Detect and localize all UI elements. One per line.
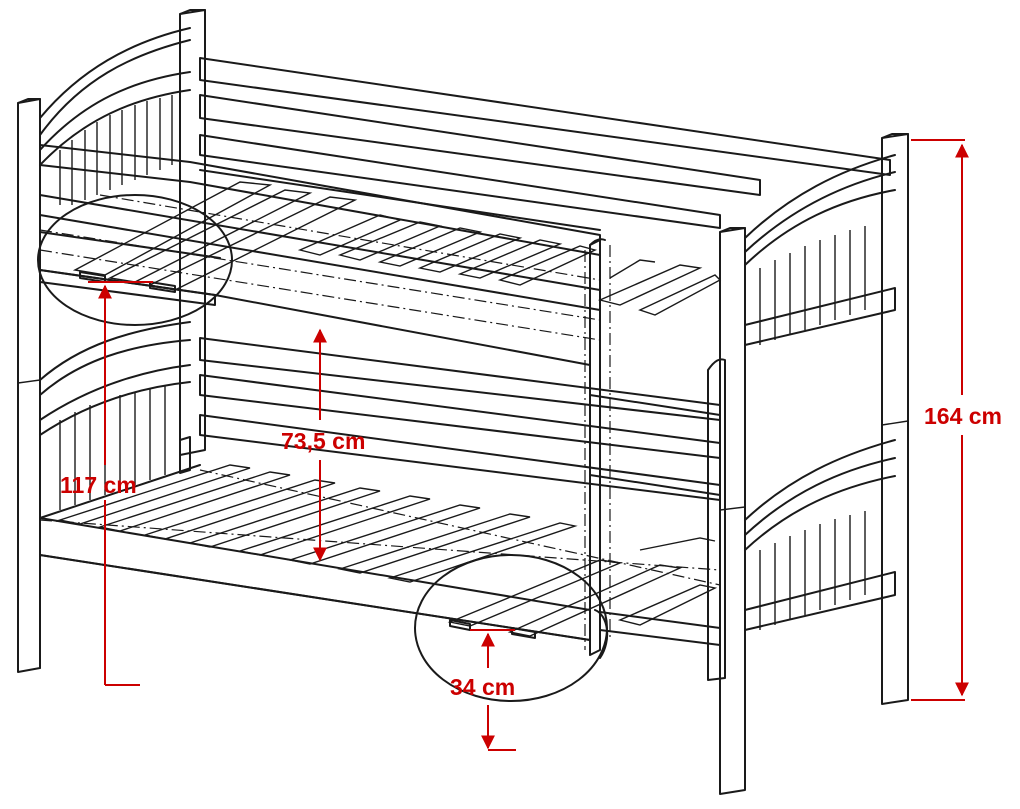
lower-bed-frame — [39, 464, 721, 646]
lower-slats — [39, 464, 721, 637]
back-left-post — [179, 9, 206, 456]
upper-detail-circle — [37, 194, 233, 326]
label-total-height: 164 cm — [924, 403, 1003, 429]
dimension-upper-bed-height — [88, 281, 153, 686]
upper-front-guard — [39, 144, 601, 656]
upper-slats — [72, 181, 722, 316]
back-rails-lower — [199, 337, 721, 501]
front-left-post — [17, 98, 41, 673]
label-bed-gap: 73,5 cm — [281, 428, 366, 454]
front-right-post — [707, 227, 746, 795]
right-headboard-lower — [744, 439, 896, 631]
upper-dash-outline — [39, 194, 601, 341]
dimension-total-height — [911, 139, 969, 701]
dimension-lower-bed-height — [470, 629, 516, 751]
front-ladder-panel — [584, 238, 721, 659]
label-lower-bed-height: 34 cm — [450, 674, 516, 700]
label-upper-bed-height: 117 cm — [60, 472, 137, 498]
back-right-post — [881, 133, 909, 705]
right-headboard-upper — [744, 154, 896, 346]
